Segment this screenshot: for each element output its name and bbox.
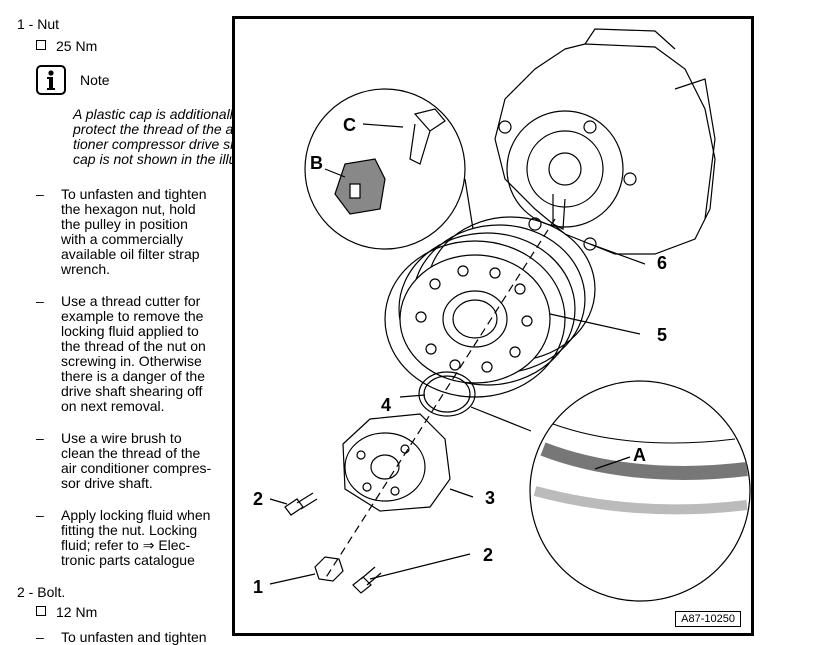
dash-bullet: – (36, 186, 44, 202)
label-4: 4 (381, 395, 391, 415)
instruction-line: Use a thread cutter for (61, 293, 201, 309)
note-line: tioner compressor drive shaft (this (73, 136, 284, 152)
label-3: 3 (485, 488, 495, 508)
instruction-line: sor drive shaft. (61, 475, 153, 491)
instruction-line: fluid; refer to ⇒ Elec- (61, 537, 191, 553)
instruction-line: there is a danger of the (61, 368, 205, 384)
instruction-line: Apply locking fluid when (61, 507, 211, 523)
label-1: 1 (253, 577, 263, 597)
dash-bullet: – (36, 507, 44, 523)
label-2: 2 (253, 489, 263, 509)
figure-code: A87-10250 (675, 611, 741, 627)
instruction-line: with a commercially (61, 231, 184, 247)
instruction-line: tronic parts catalogue (61, 552, 195, 568)
instruction-line: available oil filter strap (61, 246, 200, 262)
torque-value: 12 Nm (56, 604, 98, 620)
label-5: 5 (657, 325, 667, 345)
dash-bullet: – (36, 293, 44, 309)
dash-bullet: – (36, 430, 44, 446)
instruction-line: fitting the nut. Locking (61, 522, 198, 538)
info-icon (36, 65, 66, 95)
label-b: B (310, 153, 323, 173)
instruction-line: example to remove the (61, 308, 204, 324)
label-2: 2 (483, 545, 493, 565)
item-1-spec: 25 Nm (36, 39, 97, 54)
instruction-line: on next removal. (61, 398, 165, 414)
checkbox-bullet-icon (36, 40, 46, 50)
instruction-line: air conditioner compres- (61, 460, 212, 476)
instruction-line: the thread of the nut on (61, 338, 206, 354)
item-2-heading: 2 - Bolt. (17, 584, 66, 600)
label-a: A (633, 445, 646, 465)
instruction-line: wrench. (61, 261, 111, 277)
label-c: C (343, 115, 356, 135)
checkbox-bullet-icon (36, 606, 46, 616)
instruction-line: the hexagon nut, hold (61, 201, 196, 217)
instruction-line: screwing in. Otherwise (61, 353, 202, 369)
label-6: 6 (657, 253, 667, 273)
instruction-line: Use a wire brush to (61, 430, 182, 446)
instruction-line: the pulley in position (61, 216, 188, 232)
item-1-heading: 1 - Nut (17, 16, 60, 32)
instruction-line: To unfasten and tighten (61, 186, 207, 202)
exploded-view-figure: C B A 1 2 2 3 4 5 6 A87-10250 (232, 16, 754, 636)
instruction-line: clean the thread of the (61, 445, 201, 461)
instruction-line: locking fluid applied to (61, 323, 199, 339)
bolt-6 (583, 237, 597, 251)
note-text: A plastic cap is additionally fitted to … (73, 107, 318, 167)
note-line: protect the thread of the air condi- (73, 121, 284, 137)
compressor-pulley-illustration: C B A 1 2 2 3 4 5 6 (253, 28, 751, 602)
instruction-line: drive shaft shearing off (61, 383, 203, 399)
instruction-line: To unfasten and tighten (61, 629, 207, 645)
dash-bullet: – (36, 629, 44, 645)
torque-value: 25 Nm (56, 38, 98, 54)
item-2-spec: 12 Nm (36, 605, 97, 620)
note-title: Note (80, 72, 110, 88)
